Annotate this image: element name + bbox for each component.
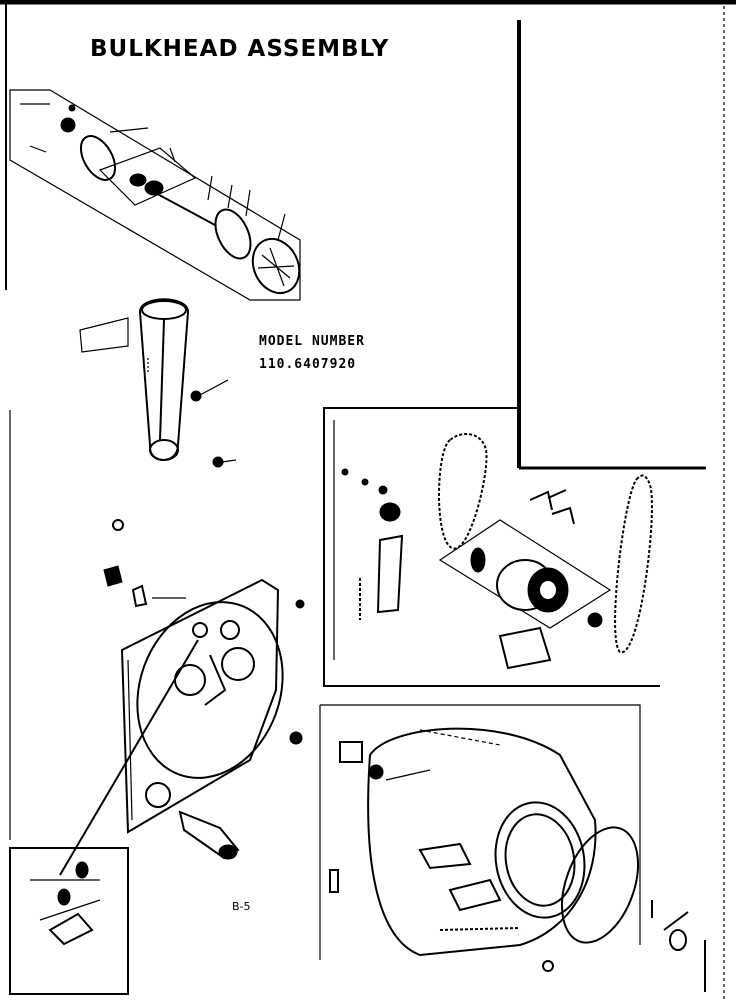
drive-pulley — [214, 208, 252, 260]
drive-belt — [438, 433, 488, 550]
page-title: BULKHEAD ASSEMBLY — [90, 36, 389, 62]
model-number-value: 110.6407920 — [259, 357, 356, 372]
idler-belt — [614, 474, 653, 654]
motor-assembly-group — [323, 407, 660, 687]
model-number-label: MODEL NUMBER — [259, 334, 365, 349]
panel-divider — [517, 20, 706, 470]
page-id: B-5 — [232, 900, 251, 913]
front-bulkhead-group — [59, 519, 305, 876]
drum-assembly-group — [319, 704, 689, 972]
shaft-assembly-group — [9, 89, 301, 301]
drum-seal — [561, 826, 639, 944]
drum-opening — [494, 801, 586, 919]
seal-ring — [79, 135, 117, 181]
exhaust-duct-group — [79, 298, 237, 468]
inset-box — [9, 847, 129, 995]
